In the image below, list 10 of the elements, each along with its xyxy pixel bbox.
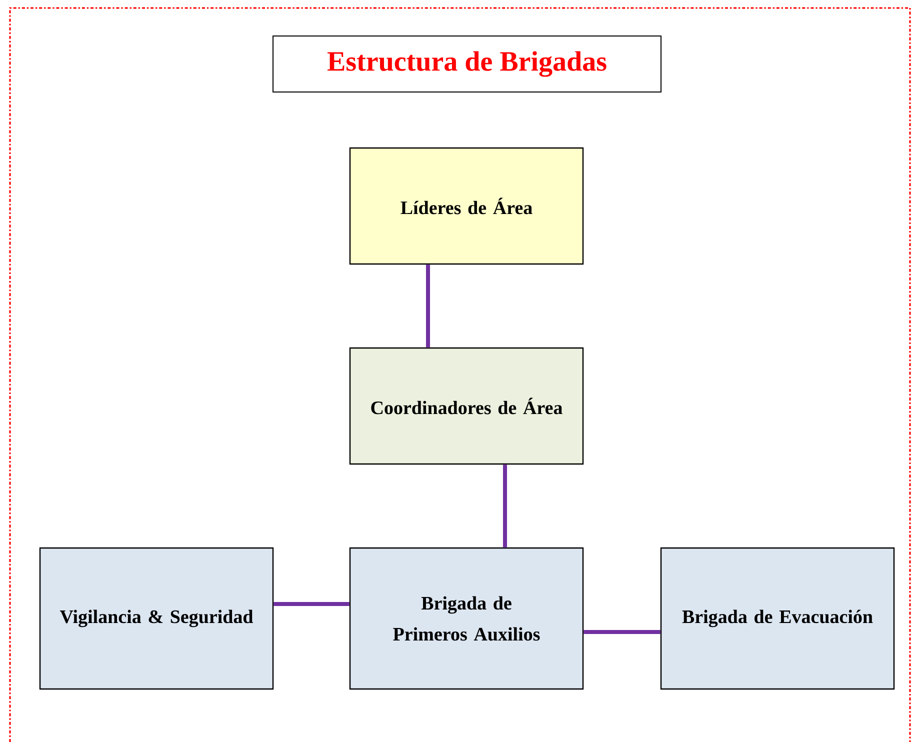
org-box: Vigilancia & Seguridad: [39, 547, 274, 690]
connector-line: [503, 464, 507, 548]
connector-line: [426, 264, 430, 348]
org-box: Brigada de Evacuación: [660, 547, 895, 690]
connector-line: [584, 630, 660, 634]
title-box: Estructura de Brigadas: [272, 36, 662, 92]
org-box: Brigada de Primeros Auxilios: [349, 547, 584, 690]
connector-line: [274, 602, 350, 606]
org-box: Coordinadores de Área: [349, 347, 584, 465]
org-box: Líderes de Área: [349, 147, 584, 265]
